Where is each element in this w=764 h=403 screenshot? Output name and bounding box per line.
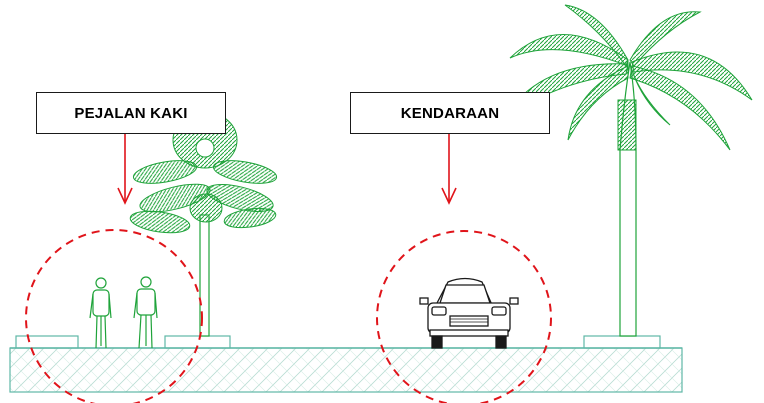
two-walking-people-icon <box>89 276 158 349</box>
pedestrian-label: PEJALAN KAKI <box>36 92 226 134</box>
pedestrian-figure-right <box>133 276 158 349</box>
highlight-circles <box>25 229 552 403</box>
pedestrian-highlight-circle <box>25 229 203 403</box>
pedestrian-arrow <box>117 134 133 205</box>
car-front-icon <box>419 277 519 349</box>
road-base <box>9 347 683 393</box>
tall-palm-tree-icon <box>503 4 753 337</box>
vehicle-arrow <box>441 134 457 205</box>
vehicle-label: KENDARAAN <box>350 92 550 134</box>
ground-section <box>9 335 683 393</box>
vehicle-highlight-circle <box>376 230 552 403</box>
planter-curb-right <box>583 335 661 349</box>
callout-arrows <box>117 134 457 205</box>
pedestrian-figure-left <box>89 277 112 349</box>
sidewalk-curb-left <box>15 335 79 349</box>
